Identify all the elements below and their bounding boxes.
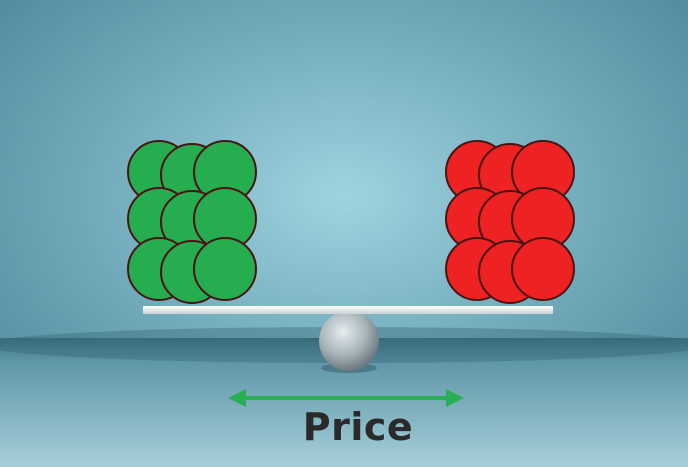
arrow-head-left [228, 389, 246, 407]
double-arrow-icon [228, 389, 464, 407]
balance-plank [143, 306, 553, 314]
green-coin [193, 237, 257, 301]
fulcrum-sphere [319, 311, 379, 371]
arrow-head-right [446, 389, 464, 407]
left-pile [127, 140, 257, 304]
red-coin [511, 237, 575, 301]
price-label: Price [302, 405, 414, 449]
right-pile [445, 140, 575, 304]
